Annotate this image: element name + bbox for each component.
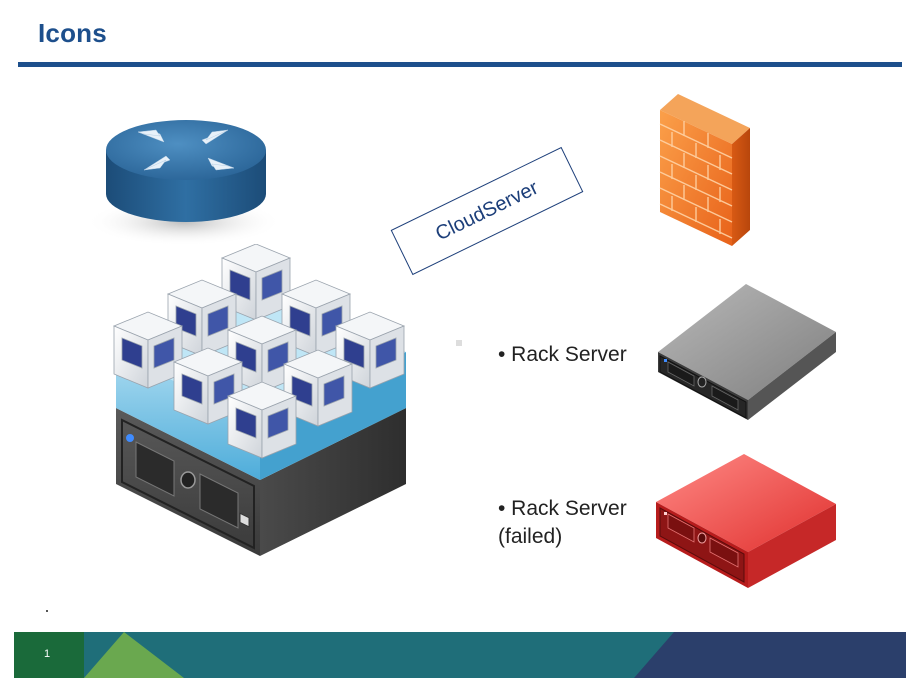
footer-band (14, 632, 906, 678)
title-underline (18, 62, 902, 67)
cloud-server-label: CloudServer (390, 146, 584, 276)
rack-server-failed-icon (656, 454, 836, 588)
rack-server-failed-label: • Rack Server (failed) (498, 497, 627, 548)
router-icon (86, 120, 282, 246)
rack-server-label: • Rack Server (498, 343, 627, 366)
placeholder-dot (456, 340, 462, 346)
rack-server-icon (658, 284, 836, 420)
firewall-icon (659, 94, 750, 246)
page-number: 1 (44, 648, 51, 660)
slide-title: Icons (38, 18, 107, 48)
small-dot (46, 610, 48, 612)
cloud-server-icon (112, 244, 406, 556)
